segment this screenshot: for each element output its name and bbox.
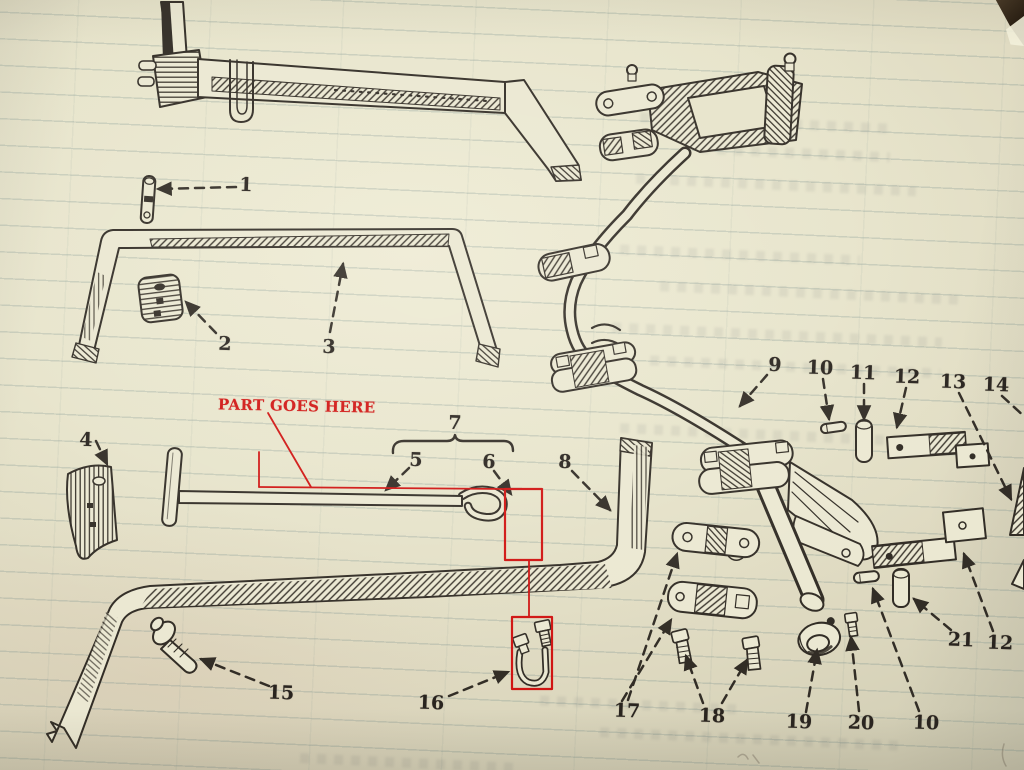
callout-8-label: 8 [558,450,572,474]
part-10-pin-top [820,420,847,435]
part-2-plate [137,273,184,324]
part-19-collar [797,617,842,657]
part-10-pin-bottom [852,570,880,584]
callout-17-label: 17 [613,699,641,723]
part-4-bracket [66,464,118,560]
part-frame-assembly [595,52,803,162]
part-20-bolt [843,611,859,638]
part-clamp-blade-shaft [698,439,879,612]
callout-19-label: 19 [785,710,813,734]
pencil-marks [737,743,1007,767]
callout-15-label: 15 [267,681,295,705]
part-16-j-bolt [512,619,553,687]
callout-4-label: 4 [79,428,93,452]
callout-5-label: 5 [409,448,423,472]
part-12-bracket-upper [885,430,991,469]
callout-21-label: 21 [947,628,975,652]
part-12-bracket-lower [871,507,987,569]
part-21-pin [892,568,910,608]
red-annotation-overlay [258,412,554,691]
part-5-rod [161,447,508,527]
callout-10-top-label: 10 [806,356,834,380]
red-highlight-box-part-16 [510,615,554,691]
callout-11-label: 11 [849,361,877,385]
callout-12-top-label: 12 [893,365,921,389]
callout-6-label: 6 [482,450,496,474]
callout-12-bottom-label: 12 [986,631,1014,655]
part-upper-bracket-and-bar [137,1,582,182]
callout-7-brace [391,433,515,455]
part-11-pin [855,419,873,463]
part-goes-here-annotation: PART GOES HERE [217,395,376,417]
part-15-pin [150,616,198,674]
callout-3-label: 3 [322,335,336,359]
part-right-edge-pieces [1009,467,1024,590]
part-9-rod-and-clamps [537,146,749,455]
callout-13-label: 13 [939,370,967,394]
callout-20-label: 20 [847,711,875,735]
callout-10-bottom-label: 10 [912,711,940,735]
callout-14-label: 14 [982,373,1010,397]
callout-16-label: 16 [417,691,445,715]
part-1-pin [139,175,157,224]
callout-2-label: 2 [218,332,232,356]
callout-7-label: 7 [448,411,462,435]
callout-arrows [94,181,1024,714]
part-8-bar [46,437,653,749]
part-17-plates [666,521,761,620]
callout-9-label: 9 [768,353,782,377]
part-18-bolts [670,628,762,671]
part-3-u-bar [71,228,501,368]
red-highlight-box-part-6 [503,487,544,562]
callout-1-label: 1 [239,173,253,197]
callout-18-label: 18 [698,704,726,728]
